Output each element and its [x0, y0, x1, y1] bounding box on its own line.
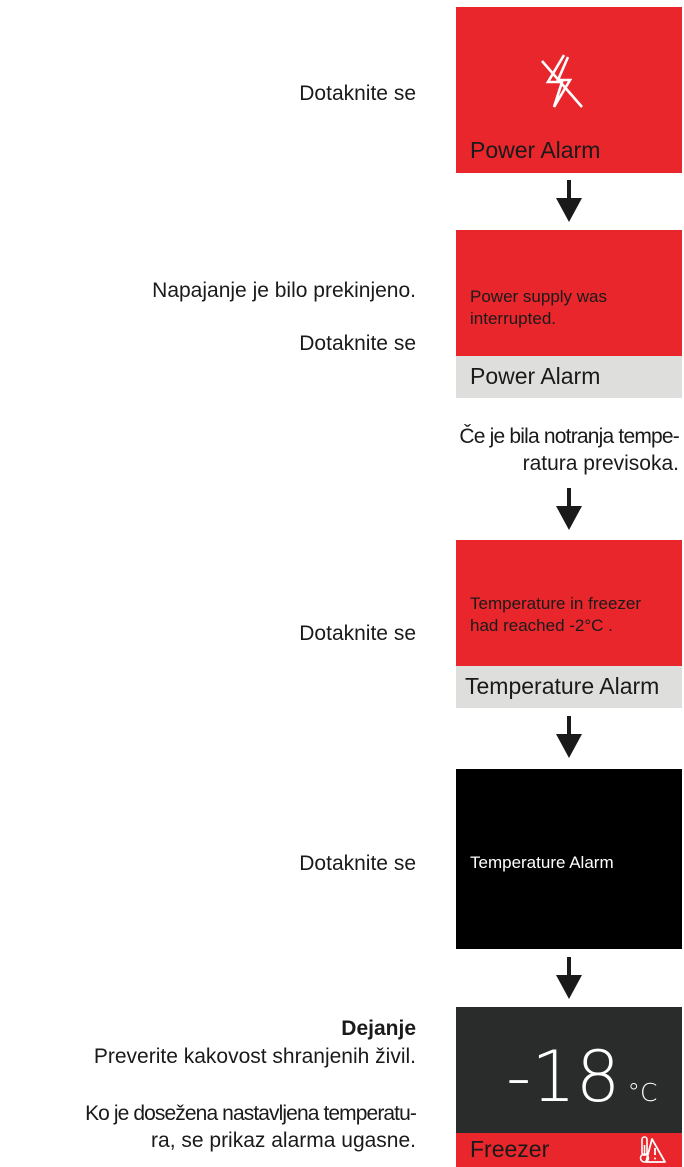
- freezer-temperature-unit: °C: [627, 1078, 658, 1107]
- instruction-power-interrupted: Napajanje je bilo prekinjeno.: [152, 279, 416, 302]
- instruction-touch-3: Dotaknite se: [299, 622, 416, 645]
- screen-power-interrupted[interactable]: Power supply was interrupted.: [456, 230, 682, 356]
- screen-power-alarm-label: Power Alarm: [470, 137, 601, 163]
- action-title: Dejanje: [341, 1017, 416, 1040]
- alarm-off-note-line1: Ko je dosežena nastavljena temperatu-: [85, 1102, 417, 1125]
- power-interrupted-label: Power Alarm: [470, 363, 601, 389]
- instruction-touch-2: Dotaknite se: [299, 332, 416, 355]
- freezer-label-bar[interactable]: Freezer: [456, 1133, 682, 1167]
- condition-temperature-too-high-line1: Če je bila notranja tempe-: [459, 425, 679, 448]
- temperature-alarm-label: Temperature Alarm: [470, 853, 614, 872]
- power-interrupted-message-line1: Power supply was: [470, 287, 608, 306]
- temperature-reached-label-bar[interactable]: Temperature Alarm: [456, 666, 682, 708]
- instruction-touch-1: Dotaknite se: [299, 82, 416, 105]
- screen-temperature-reached[interactable]: Temperature in freezer had reached -2°C …: [456, 540, 682, 666]
- screen-power-alarm[interactable]: Power Alarm: [456, 7, 682, 173]
- power-interrupted-label-bar[interactable]: Power Alarm: [456, 356, 682, 398]
- temperature-reached-label: Temperature Alarm: [465, 673, 660, 699]
- temperature-reached-message-line1: Temperature in freezer: [470, 594, 642, 613]
- arrow-down-icon: [556, 716, 582, 758]
- screen-temperature-alarm[interactable]: Temperature Alarm: [456, 769, 682, 949]
- power-interrupted-message-line2: interrupted.: [470, 309, 556, 328]
- temperature-reached-message-line2: had reached -2°C .: [470, 616, 613, 635]
- power-off-icon: [541, 54, 583, 108]
- alarm-off-note-line2: ra, se prikaz alarma ugasne.: [151, 1129, 416, 1152]
- action-text: Preverite kakovost shranjenih živil.: [93, 1045, 416, 1068]
- arrow-down-icon: [556, 180, 582, 222]
- freezer-temperature-value: -18: [506, 1036, 621, 1118]
- thermometer-warning-icon: [639, 1136, 666, 1163]
- instruction-touch-4: Dotaknite se: [299, 852, 416, 875]
- freezer-label: Freezer: [470, 1136, 550, 1162]
- screen-freezer[interactable]: -18 °C: [456, 1007, 682, 1133]
- arrow-down-icon: [556, 957, 582, 999]
- condition-temperature-too-high-line2: ratura previsoka.: [522, 452, 679, 475]
- arrow-down-icon: [556, 488, 582, 530]
- freezer-temperature-display: -18 °C: [506, 1037, 657, 1117]
